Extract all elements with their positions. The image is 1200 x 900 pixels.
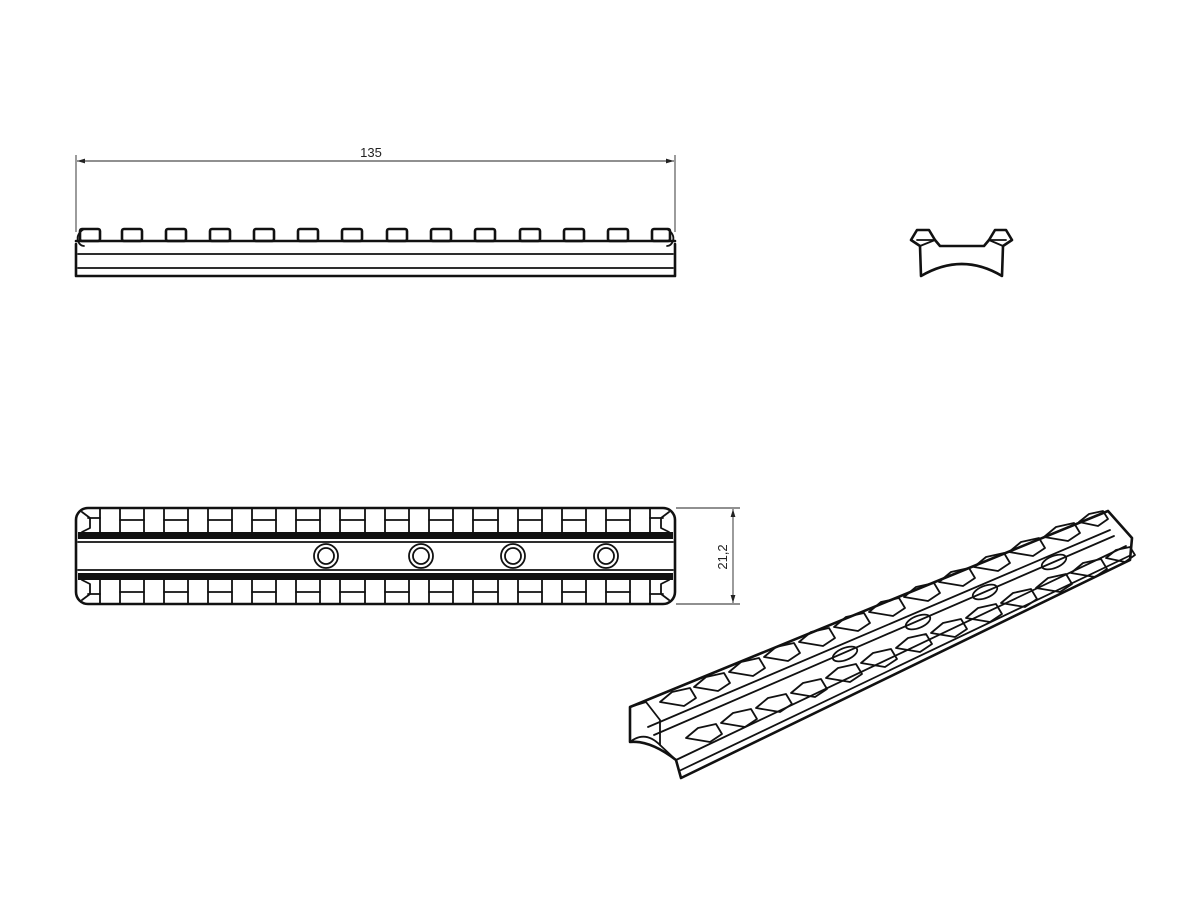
length-dimension-label: 135 bbox=[360, 145, 382, 160]
side-view: 135 bbox=[74, 145, 677, 278]
top-teeth-lower bbox=[81, 579, 670, 604]
iso-mounting-holes bbox=[831, 553, 1068, 663]
iso-teeth-lower bbox=[685, 546, 1136, 743]
mounting-holes bbox=[313, 543, 619, 569]
side-teeth bbox=[78, 227, 672, 243]
end-view bbox=[909, 228, 1014, 278]
isometric-view bbox=[628, 509, 1136, 780]
width-dimension-label: 21,2 bbox=[715, 544, 730, 569]
iso-teeth-upper bbox=[659, 510, 1109, 707]
length-dimension: 135 bbox=[75, 145, 676, 232]
top-teeth-upper bbox=[81, 508, 670, 533]
width-dimension: 21,2 bbox=[676, 507, 740, 605]
top-view: 21,2 bbox=[74, 506, 740, 606]
